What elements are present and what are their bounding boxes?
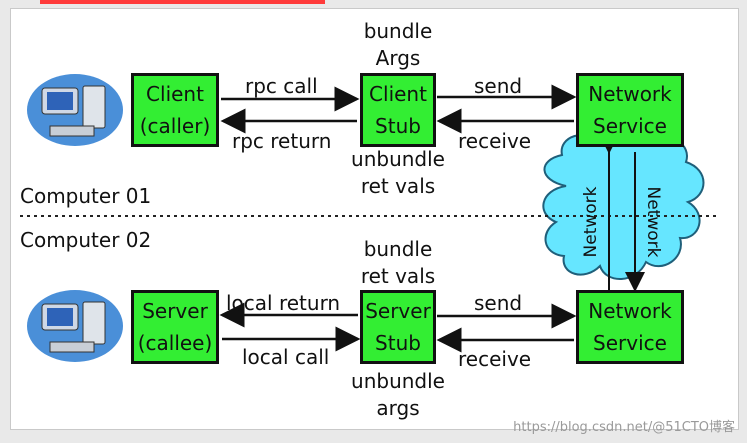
- bundle-ret-vals-label: bundle ret vals: [352, 236, 444, 290]
- local-call-label: local call: [242, 345, 330, 369]
- server-box-line2: (callee): [137, 331, 213, 355]
- rpc-call-label: rpc call: [245, 74, 318, 98]
- client-stub-box: Client Stub: [360, 73, 436, 147]
- server-stub-line2: Stub: [375, 331, 421, 355]
- network-service-top-box: Network Service: [576, 73, 684, 147]
- client-box-line1: Client: [146, 82, 204, 106]
- unbundle-ret-line2: ret vals: [360, 174, 436, 198]
- send-bottom-label: send: [474, 291, 523, 315]
- local-return-label: local return: [226, 291, 341, 315]
- server-box: Server (callee): [131, 290, 219, 364]
- network-vertical-left-label: Network: [581, 186, 601, 257]
- client-stub-line1: Client: [369, 82, 427, 106]
- bundle-args-line1: bundle: [363, 19, 433, 43]
- bundle-ret-line1: bundle: [363, 237, 433, 261]
- computer-icon-top: [27, 74, 123, 146]
- unbundle-args-line1: unbundle: [351, 369, 445, 393]
- server-stub-line1: Server: [365, 299, 431, 323]
- watermark-text: https://blog.csdn.net/@51CTO博客: [513, 420, 735, 435]
- receive-bottom-label: receive: [458, 347, 532, 371]
- network-cloud: [542, 126, 705, 280]
- network-service-bottom-line1: Network: [588, 299, 672, 323]
- network-service-bottom-box: Network Service: [576, 290, 684, 364]
- rpc-return-label: rpc return: [232, 129, 332, 153]
- network-vertical-right-label: Network: [643, 187, 663, 258]
- client-box: Client (caller): [131, 73, 219, 147]
- unbundle-args-label: unbundle args: [346, 368, 450, 422]
- send-top-label: send: [474, 74, 523, 98]
- bundle-ret-line2: ret vals: [360, 264, 436, 288]
- client-box-line2: (caller): [139, 114, 211, 138]
- computer-02-label: Computer 02: [20, 228, 152, 252]
- network-service-bottom-line2: Service: [593, 331, 667, 355]
- computer-01-label: Computer 01: [20, 184, 152, 208]
- bundle-args-line2: Args: [375, 46, 421, 70]
- server-stub-box: Server Stub: [360, 290, 436, 364]
- server-box-line1: Server: [142, 299, 208, 323]
- network-service-top-line1: Network: [588, 82, 672, 106]
- bundle-args-label: bundle Args: [358, 18, 438, 72]
- unbundle-args-line2: args: [376, 396, 420, 420]
- unbundle-ret-vals-label: unbundle ret vals: [346, 146, 450, 200]
- computer-icon-bottom: [27, 290, 123, 362]
- unbundle-ret-line1: unbundle: [351, 147, 445, 171]
- top-accent-bar: [40, 0, 325, 4]
- network-service-top-line2: Service: [593, 114, 667, 138]
- receive-top-label: receive: [458, 129, 532, 153]
- client-stub-line2: Stub: [375, 114, 421, 138]
